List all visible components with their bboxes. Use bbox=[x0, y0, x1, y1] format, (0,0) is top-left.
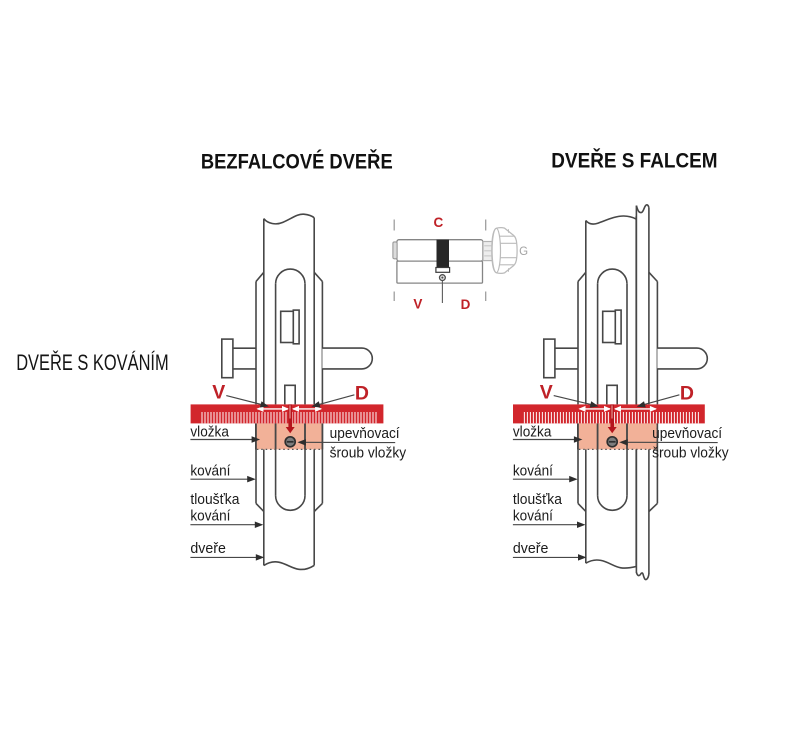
svg-text:kování: kování bbox=[190, 508, 231, 525]
svg-text:upevňovací: upevňovací bbox=[652, 425, 723, 442]
svg-text:C: C bbox=[434, 215, 444, 230]
svg-text:V: V bbox=[413, 297, 422, 312]
svg-text:šroub vložky: šroub vložky bbox=[652, 444, 729, 461]
svg-text:upevňovací: upevňovací bbox=[330, 425, 401, 442]
svg-text:kování: kování bbox=[190, 463, 231, 480]
svg-text:dveře: dveře bbox=[190, 540, 226, 557]
svg-text:BEZFALCOVÉ DVEŘE: BEZFALCOVÉ DVEŘE bbox=[201, 148, 393, 173]
svg-text:V: V bbox=[212, 381, 225, 403]
svg-text:tloušťka: tloušťka bbox=[513, 491, 563, 508]
svg-text:kování: kování bbox=[513, 463, 554, 480]
svg-text:DVEŘE S FALCEM: DVEŘE S FALCEM bbox=[551, 148, 717, 173]
svg-text:V: V bbox=[540, 381, 553, 403]
svg-text:G: G bbox=[519, 246, 528, 258]
svg-text:vložka: vložka bbox=[513, 423, 552, 440]
svg-text:D: D bbox=[461, 297, 471, 312]
svg-text:tloušťka: tloušťka bbox=[190, 491, 240, 508]
svg-text:D: D bbox=[680, 382, 694, 404]
svg-text:DVEŘE S KOVÁNÍM: DVEŘE S KOVÁNÍM bbox=[16, 350, 169, 375]
svg-text:kování: kování bbox=[513, 508, 554, 525]
svg-text:vložka: vložka bbox=[190, 423, 229, 440]
svg-text:šroub vložky: šroub vložky bbox=[330, 444, 407, 461]
svg-text:D: D bbox=[355, 382, 369, 404]
svg-text:dveře: dveře bbox=[513, 540, 549, 557]
